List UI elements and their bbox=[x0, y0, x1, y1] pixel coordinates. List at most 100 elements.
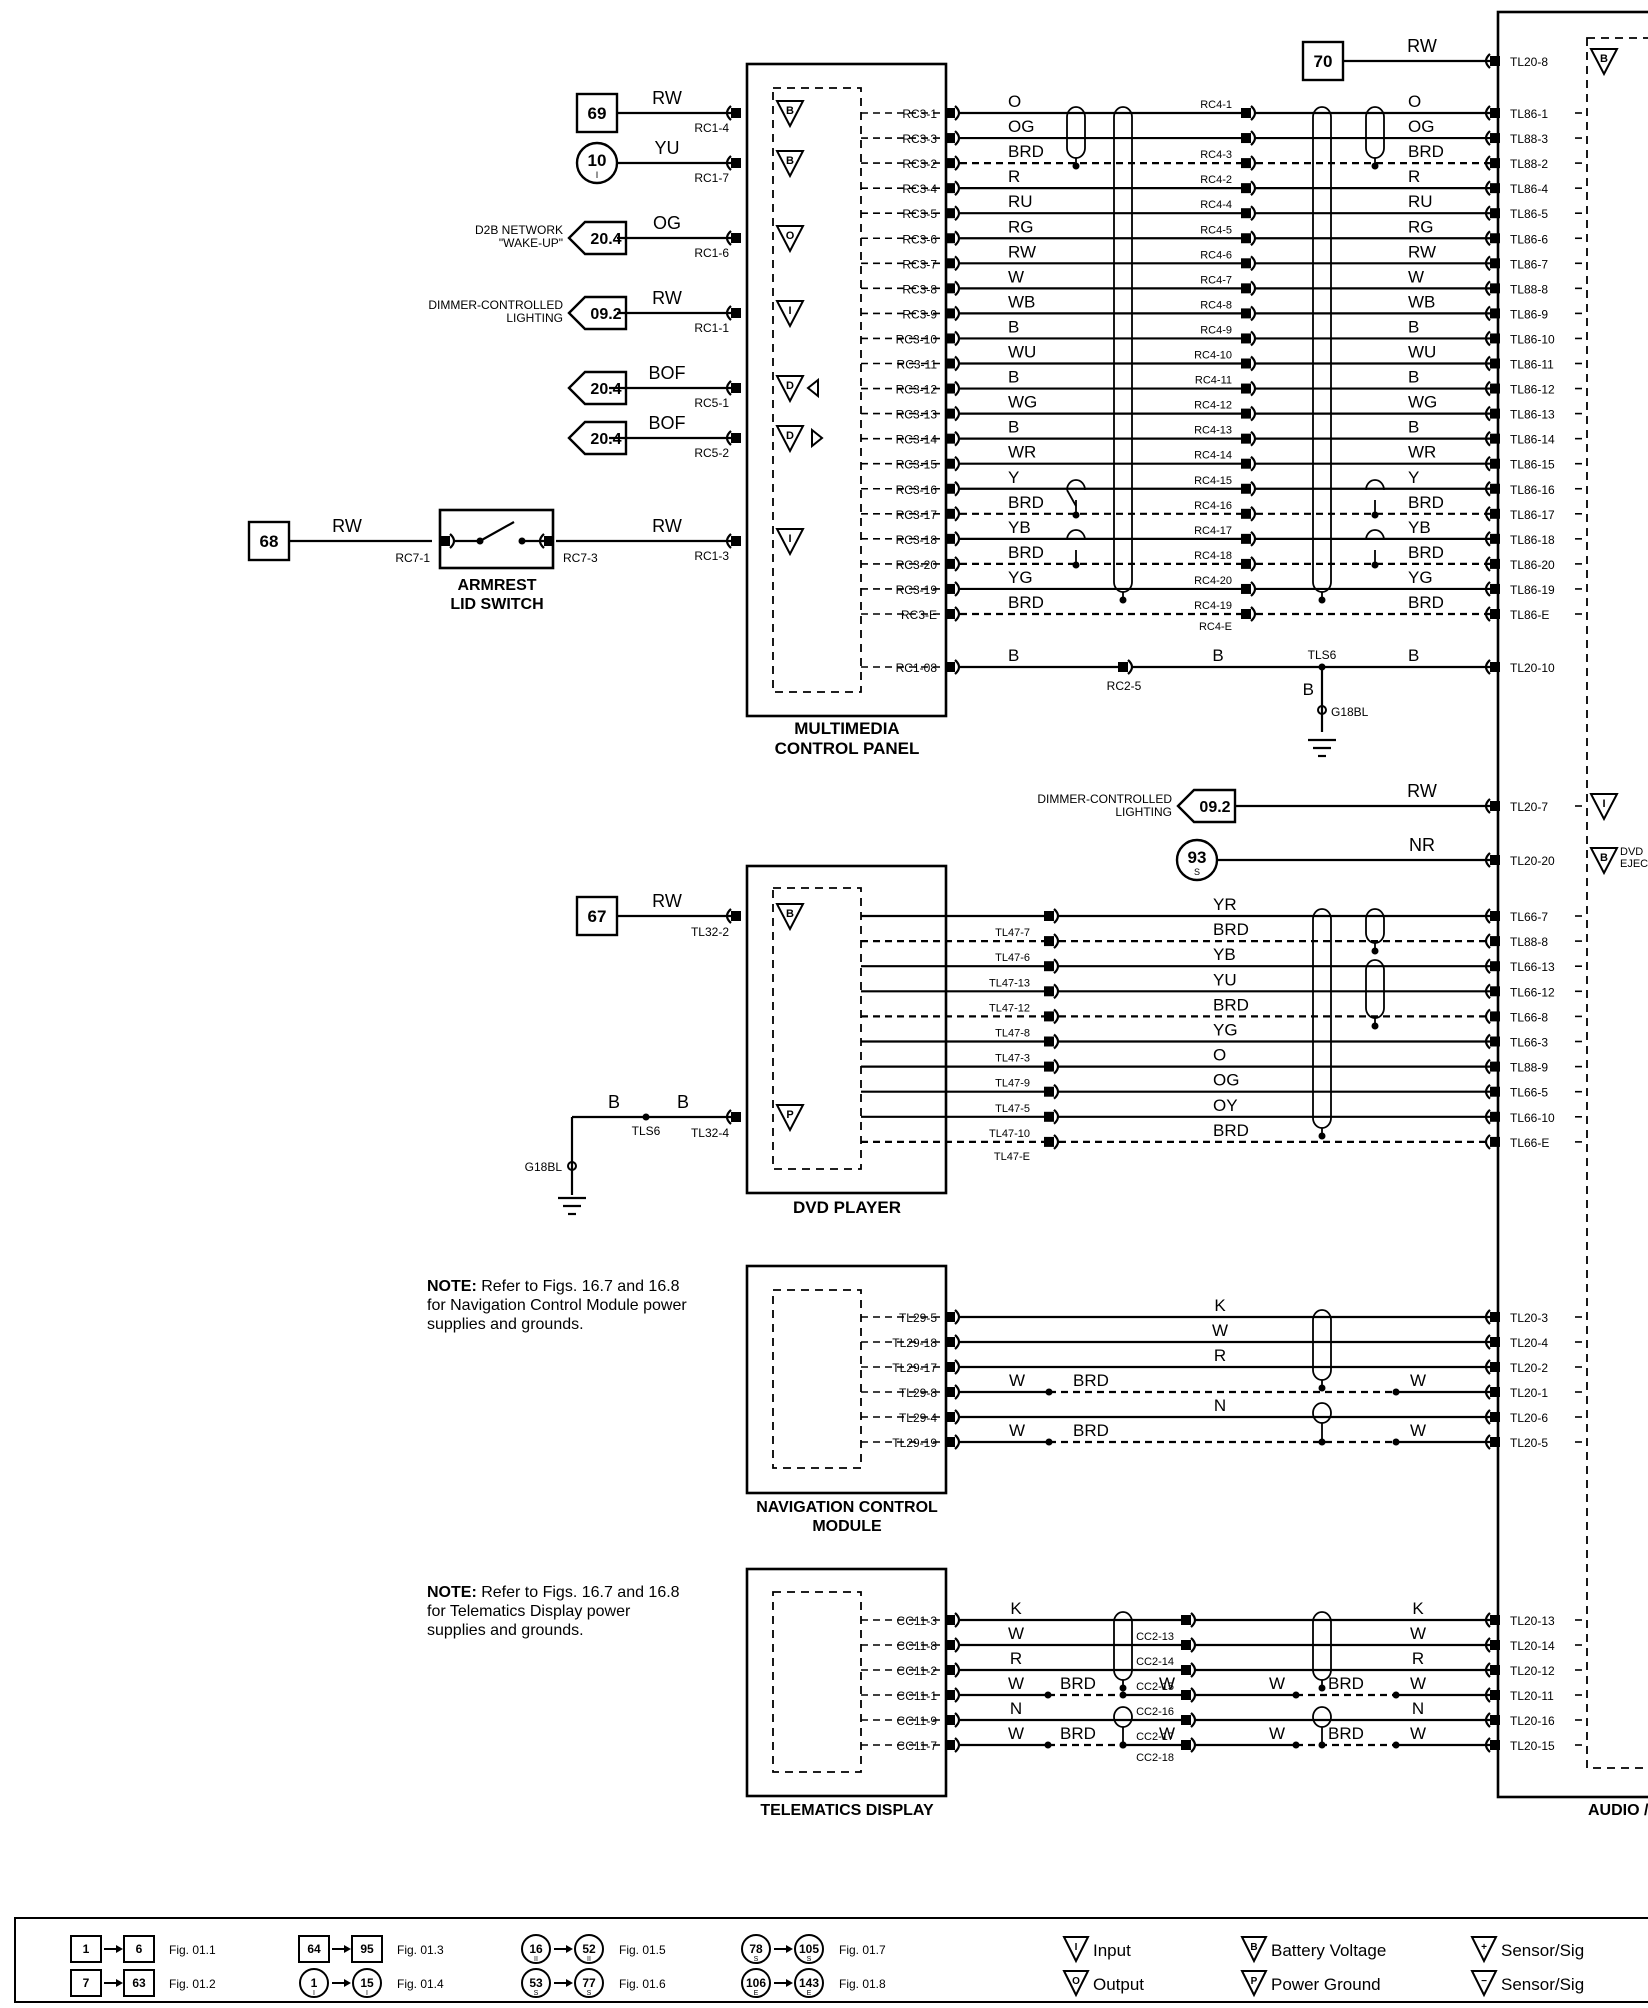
inline-connector bbox=[1181, 1715, 1191, 1725]
wire-color-label: B bbox=[1408, 418, 1419, 437]
inline-connector bbox=[1190, 1612, 1197, 1628]
wire-color-label: B bbox=[1212, 646, 1223, 665]
wire-color-label: BRD bbox=[1328, 1674, 1364, 1693]
legend-range-start: 7 bbox=[83, 1976, 90, 1990]
inline-connector bbox=[1118, 662, 1128, 672]
connector-terminal bbox=[1490, 936, 1500, 947]
wire-color-label: WB bbox=[1408, 292, 1435, 311]
mcp-input-symbol bbox=[775, 100, 805, 129]
connector-terminal bbox=[945, 108, 955, 118]
connector-terminal bbox=[1490, 1312, 1500, 1322]
connector-terminal bbox=[954, 430, 961, 447]
dvd-input-symbol bbox=[775, 1104, 805, 1133]
shield-drain-dot bbox=[1072, 162, 1080, 170]
connector-terminal bbox=[945, 483, 955, 494]
connector-terminal bbox=[954, 659, 961, 675]
inline-connector bbox=[1190, 1637, 1197, 1653]
pin-label: TL86-19 bbox=[1510, 583, 1555, 597]
pin-label: RC7-3 bbox=[563, 551, 598, 565]
inline-connector bbox=[1241, 158, 1251, 169]
inline-connector bbox=[1053, 1058, 1060, 1075]
connector-terminal bbox=[1490, 458, 1500, 469]
legend-ref-sub: S bbox=[534, 1990, 539, 1997]
legend-ref-sub: S bbox=[754, 1956, 759, 1963]
inline-pin-label: CC2-18 bbox=[1136, 1752, 1174, 1764]
legend-range-end: 105 bbox=[799, 1942, 819, 1956]
pin-label: RC3-18 bbox=[896, 533, 938, 547]
connector-terminal bbox=[945, 333, 955, 344]
connector-terminal bbox=[1484, 983, 1491, 1000]
legend-ref-sub: I bbox=[366, 1990, 368, 1997]
inline-connector bbox=[1044, 1111, 1054, 1122]
pin-label: TL88-9 bbox=[1510, 1061, 1548, 1075]
legend-ref-sub: S bbox=[587, 1990, 592, 1997]
connector-terminal bbox=[1490, 1615, 1500, 1625]
pin-label: RC3-11 bbox=[897, 358, 938, 372]
inline-connector bbox=[1241, 508, 1251, 519]
wire-color-label: YG bbox=[1408, 568, 1433, 587]
connector-terminal bbox=[945, 1615, 955, 1625]
wire-color-label: R bbox=[1214, 1346, 1226, 1365]
splice-dot bbox=[1318, 1438, 1326, 1446]
connector-terminal bbox=[731, 108, 741, 118]
inline-connector bbox=[1044, 911, 1054, 921]
inline-connector bbox=[1250, 380, 1257, 397]
connector-terminal bbox=[1484, 230, 1491, 247]
legend-symbol-glyph: P bbox=[1251, 1976, 1258, 1987]
pin-label: RC3-15 bbox=[896, 458, 938, 472]
note-telematics-text: Refer to Figs. 16.7 and 16.8 for Telemat… bbox=[427, 1584, 680, 1639]
wire-color-label: YU bbox=[654, 138, 679, 158]
inline-connector bbox=[1250, 581, 1257, 597]
legend-arrow-head bbox=[786, 1945, 793, 1953]
connector-terminal bbox=[954, 1384, 961, 1400]
wire-color-label: RG bbox=[1008, 217, 1034, 236]
connector-terminal bbox=[1490, 208, 1500, 219]
armrest-lid-switch-title: ARMREST bbox=[457, 577, 536, 594]
wire-color-label: W bbox=[1009, 1421, 1025, 1440]
inline-connector bbox=[1053, 933, 1060, 949]
wire-color-label: RW bbox=[652, 288, 682, 308]
inline-connector bbox=[1250, 606, 1257, 622]
wire-color-label: RW bbox=[1407, 781, 1437, 801]
connector-terminal bbox=[1490, 56, 1500, 66]
signal-symbol-glyph: B bbox=[786, 155, 794, 167]
connector-terminal bbox=[1484, 933, 1491, 949]
mcp-input-symbol bbox=[775, 425, 805, 454]
wire-color-label: BRD bbox=[1008, 142, 1044, 161]
shield bbox=[1312, 1309, 1332, 1381]
shield-drain-dot bbox=[1119, 1684, 1127, 1692]
connector-terminal bbox=[1490, 433, 1500, 444]
legend-symbol bbox=[1470, 1936, 1498, 1964]
shield bbox=[1312, 106, 1332, 593]
switch-blade bbox=[479, 521, 515, 542]
pin-label: TL86-E bbox=[1510, 608, 1549, 622]
inline-connector bbox=[449, 533, 456, 549]
external-label: DIMMER-CONTROLLED bbox=[428, 298, 563, 312]
pin-label: RC3-5 bbox=[902, 207, 937, 221]
pin-label: TL66-13 bbox=[1510, 960, 1555, 974]
pin-label: RC1-7 bbox=[694, 171, 729, 185]
wire-color-label: RW bbox=[1407, 36, 1437, 56]
wire-color-label: W bbox=[1009, 1371, 1025, 1390]
wire-color-label: OG bbox=[1008, 117, 1034, 136]
connector-terminal bbox=[954, 531, 961, 547]
wire-color-label: OG bbox=[1213, 1071, 1239, 1090]
signal-symbol-glyph: B bbox=[786, 908, 794, 920]
connector-terminal bbox=[731, 536, 741, 546]
wire-color-label: O bbox=[1408, 92, 1421, 111]
signal-symbol-glyph: D bbox=[786, 380, 794, 392]
inline-connector bbox=[1044, 936, 1054, 947]
legend-symbol-label: Input bbox=[1093, 1941, 1131, 1960]
legend-arrow-head bbox=[786, 1979, 793, 1987]
pin-label: TL86-9 bbox=[1510, 307, 1548, 321]
wire-color-label: BRD bbox=[1060, 1724, 1096, 1743]
legend-symbol-glyph: B bbox=[1250, 1942, 1257, 1953]
connector-terminal bbox=[945, 1312, 955, 1322]
connector-terminal bbox=[1484, 1108, 1491, 1125]
splice-dot bbox=[1371, 511, 1379, 519]
telematics-display-box bbox=[745, 1567, 948, 1798]
shield-drain-dot bbox=[1318, 596, 1326, 604]
pin-label: TL20-12 bbox=[1510, 1664, 1555, 1678]
ref-circle-93-sub: S bbox=[1194, 867, 1200, 877]
